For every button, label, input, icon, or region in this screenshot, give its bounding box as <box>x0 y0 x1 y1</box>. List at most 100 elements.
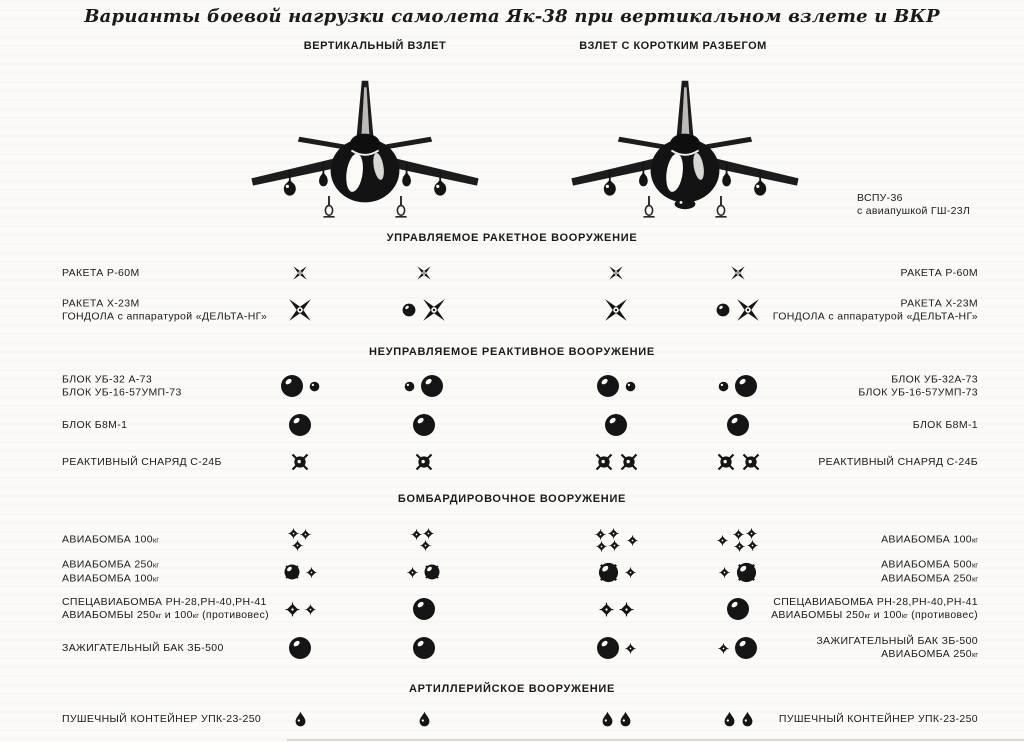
section-header: НЕУПРАВЛЯЕМОЕ РЕАКТИВНОЕ ВООРУЖЕНИЕ <box>369 346 655 358</box>
row-label-left-aviabomba-100: АВИАБОМБА 100кг <box>62 533 159 547</box>
bomb-small-front-icon <box>422 528 434 539</box>
gun-container-teardrop-icon <box>419 711 429 727</box>
loadout-cell-blok-ub-col3 <box>560 369 672 403</box>
guided-missile-front-icon <box>736 299 759 321</box>
loadout-cell-zazhigatelny-bak-zb-500-col4 <box>682 631 794 665</box>
loadout-cell-blok-b8m-1-col2 <box>368 408 480 442</box>
section-header: АРТИЛЛЕРИЙСКОЕ ВООРУЖЕНИЕ <box>408 683 616 695</box>
rocket-pod-large-icon <box>413 637 435 659</box>
row-label-line: ПУШЕЧНЫЙ КОНТЕЙНЕР УПК-23-250 <box>62 712 262 725</box>
bomb-small-front-icon <box>287 528 299 539</box>
row-label-line: БЛОК Б8М-1 <box>912 418 978 431</box>
bomb-small-front-icon <box>407 566 418 578</box>
bomb-small-front-icon <box>716 534 728 546</box>
bomb-extra-large-round-icon <box>597 561 619 583</box>
row-label-line: АВИАБОМБЫ 250кг и 100кг (противовес) <box>62 608 269 621</box>
loadout-cell-aviabomba-250-100-col1 <box>244 555 356 589</box>
gun-container-teardrop-icon <box>620 711 630 727</box>
loadout-cell-spetsaviabomba-rn-col1 <box>244 592 356 626</box>
air-to-air-missile-front-icon <box>731 266 745 280</box>
rocket-pod-large-icon <box>727 414 749 436</box>
bomb-small-front-icon <box>304 603 316 615</box>
loadout-cell-raketa-r-60m-col1 <box>244 256 356 290</box>
row-label-line: АВИАБОМБА 250кг <box>881 647 978 660</box>
loadout-cell-spetsaviabomba-rn-col2 <box>368 592 480 626</box>
loadout-cell-blok-ub-col2 <box>368 369 480 403</box>
row-label-line: БЛОК УБ-32А-73 <box>891 373 978 386</box>
loadout-cell-snaryad-s-24b-col1 <box>244 445 356 479</box>
row-label-right-snaryad-s-24b: РЕАКТИВНЫЙ СНАРЯД С-24Б <box>818 456 978 469</box>
loadout-cell-aviabomba-250-100-col4 <box>682 555 794 589</box>
column-header-vertical-takeoff: ВЕРТИКАЛЬНЫЙ ВЗЛЕТ <box>303 40 447 52</box>
row-label-right-blok-b8m-1: БЛОК Б8М-1 <box>913 419 978 432</box>
bomb-small-front-icon <box>594 529 606 540</box>
rocket-pod-large-icon <box>413 598 435 620</box>
section-header: УПРАВЛЯЕМОЕ РАКЕТНОЕ ВООРУЖЕНИЕ <box>386 232 638 244</box>
row-label-left-upk-23-250: ПУШЕЧНЫЙ КОНТЕЙНЕР УПК-23-250 <box>62 713 261 726</box>
row-label-line: БЛОК УБ-32 А-73 <box>62 373 153 386</box>
rocket-pod-small-icon <box>625 381 636 391</box>
loadout-cell-aviabomba-100-col3 <box>560 523 672 557</box>
loadout-cell-blok-ub-col1 <box>244 369 356 403</box>
rocket-projectile-front-icon <box>741 453 760 471</box>
bomb-small-front-icon <box>306 566 317 578</box>
bomb-medium-front-icon <box>284 601 300 617</box>
bomb-small-front-icon <box>733 541 745 552</box>
loadout-cell-upk-23-250-col1 <box>244 702 356 736</box>
loadout-cell-blok-ub-col4 <box>682 369 794 403</box>
page-title: Варианты боевой нагрузки самолета Як-38 … <box>84 6 940 27</box>
rocket-pod-small-icon <box>404 381 415 391</box>
bomb-cluster-of-4 <box>594 528 622 552</box>
row-label-line: РАКЕТА Х-23М <box>62 297 140 310</box>
rocket-pod-large-icon <box>727 598 749 620</box>
loadout-cell-blok-b8m-1-col4 <box>682 408 794 442</box>
loadout-cell-zazhigatelny-bak-zb-500-col3 <box>560 631 672 665</box>
row-label-line: АВИАБОМБА 250кг <box>62 558 159 571</box>
row-label-line: ЗАЖИГАТЕЛЬНЫЙ БАК ЗБ-500 <box>816 635 978 647</box>
section-header: БОМБАРДИРОВОЧНОЕ ВООРУЖЕНИЕ <box>397 493 627 505</box>
rocket-pod-large-icon <box>281 375 303 397</box>
row-label-right-upk-23-250: ПУШЕЧНЫЙ КОНТЕЙНЕР УПК-23-250 <box>779 713 978 726</box>
loadout-cell-raketa-r-60m-col2 <box>368 256 480 290</box>
bomb-small-front-icon <box>626 534 638 546</box>
rocket-projectile-front-icon <box>415 453 433 471</box>
rocket-pod-large-icon <box>597 637 619 659</box>
loadout-cell-upk-23-250-col3 <box>560 702 672 736</box>
bomb-small-front-icon <box>299 529 311 540</box>
rocket-projectile-front-icon <box>291 453 309 471</box>
loadout-cell-upk-23-250-col4 <box>682 702 794 736</box>
loadout-cell-snaryad-s-24b-col4 <box>682 445 794 479</box>
bomb-small-front-icon <box>410 529 422 540</box>
scan-artifact-line <box>287 739 1024 741</box>
bomb-medium-front-icon <box>618 601 634 617</box>
loadout-cell-blok-b8m-1-col3 <box>560 408 672 442</box>
rocket-pod-small-icon <box>309 381 320 391</box>
loadout-cell-zazhigatelny-bak-zb-500-col2 <box>368 631 480 665</box>
bomb-small-front-icon <box>419 540 431 551</box>
rocket-projectile-front-icon <box>716 453 735 471</box>
guided-missile-front-icon <box>289 299 311 321</box>
loadout-cell-snaryad-s-24b-col3 <box>560 445 672 479</box>
loadout-cell-aviabomba-250-100-col2 <box>368 555 480 589</box>
aircraft-front-view-short-takeoff <box>570 79 800 218</box>
loadout-cell-raketa-r-60m-col3 <box>560 256 672 290</box>
rocket-pod-large-icon <box>413 414 435 436</box>
loadout-cell-raketa-kh-23m-col2 <box>368 293 480 327</box>
gun-pod-note-line1: ВСПУ-36 <box>857 192 903 204</box>
bomb-small-front-icon <box>624 566 636 578</box>
loadout-cell-zazhigatelny-bak-zb-500-col1 <box>244 631 356 665</box>
row-label-line: ПУШЕЧНЫЙ КОНТЕЙНЕР УПК-23-250 <box>778 712 978 725</box>
row-label-line: ГОНДОЛА с аппаратурой «ДЕЛЬТА-НГ» <box>62 310 268 322</box>
row-label-line: РАКЕТА Х-23М <box>900 297 978 310</box>
loadout-cell-snaryad-s-24b-col2 <box>368 445 480 479</box>
row-label-right-aviabomba-100: АВИАБОМБА 100кг <box>881 533 978 547</box>
bomb-small-front-icon <box>745 528 757 539</box>
row-label-line: СПЕЦАВИАБОМБА РН-28,РН-40,РН-41 <box>62 596 267 608</box>
bomb-small-front-icon <box>291 540 303 551</box>
bomb-small-front-icon <box>607 528 619 539</box>
bomb-small-front-icon <box>718 566 730 578</box>
